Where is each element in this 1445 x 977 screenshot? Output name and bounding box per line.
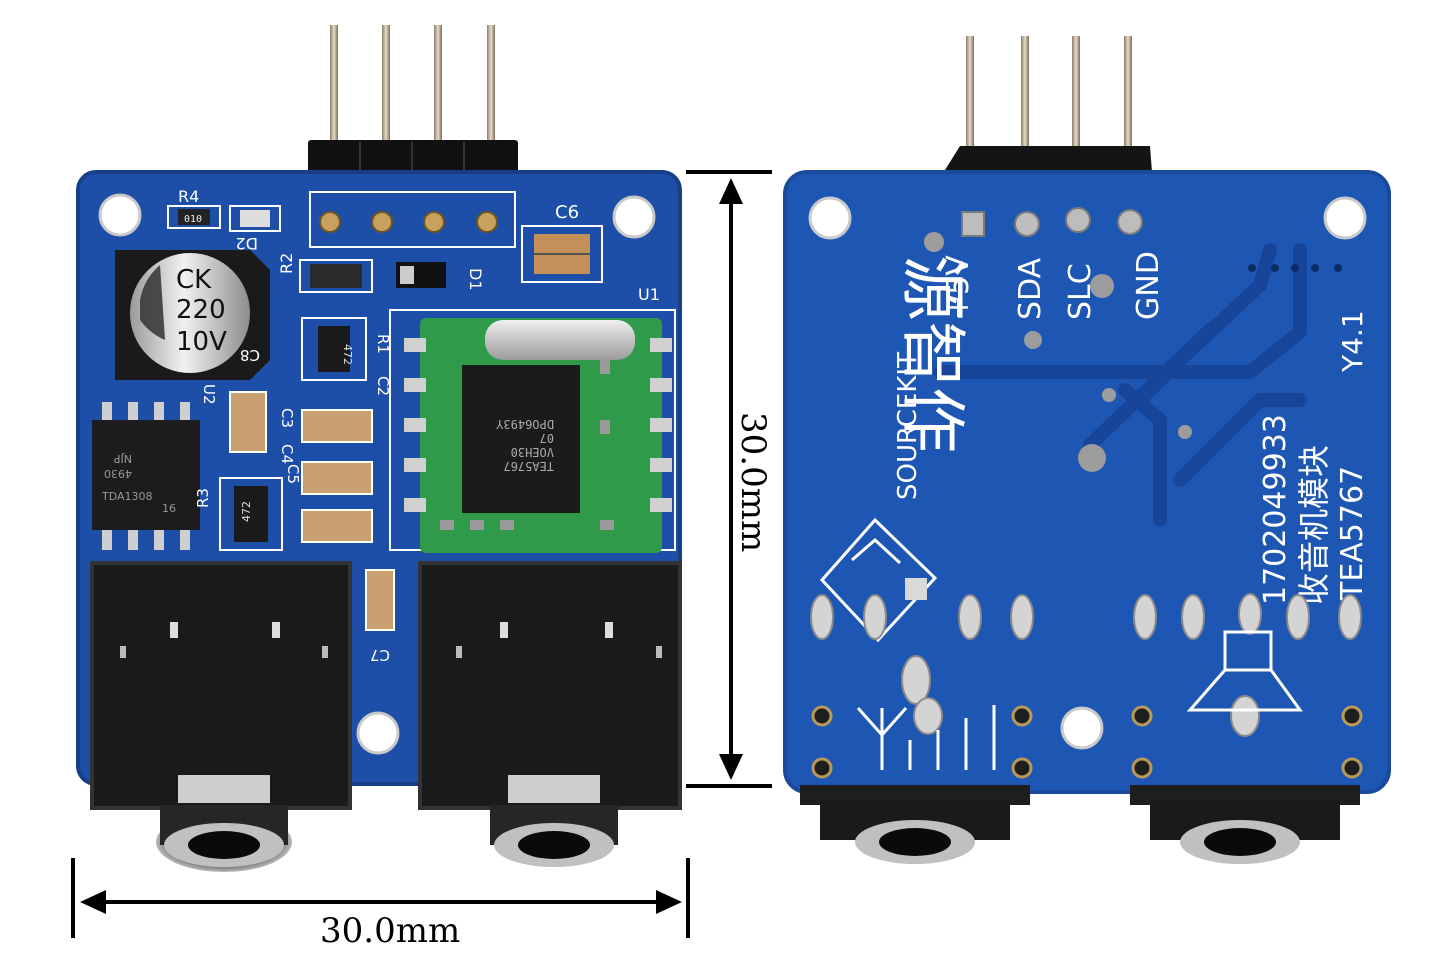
label-u1: U1 xyxy=(638,285,660,304)
label-c5: C5 xyxy=(284,464,302,484)
label-d2: D2 xyxy=(236,234,259,253)
label-r3: R3 xyxy=(194,488,212,508)
chip-line2: 07 xyxy=(540,431,554,445)
cap-line3: 10V xyxy=(176,327,227,357)
amp-line2: 4930 xyxy=(104,467,132,480)
pin-label-2: SDA xyxy=(1013,257,1048,320)
height-label: 30.0mm xyxy=(733,412,773,552)
version: Y4.1 xyxy=(1336,310,1369,373)
back-jack-left xyxy=(800,785,1030,864)
back-board: +5V SDA SLC GND 源智作 SOURCEKIT 1702049933… xyxy=(783,36,1391,864)
amp-chip: NJP 4930 TDA1308 16 xyxy=(92,402,200,550)
chip-line4: TEA5767 xyxy=(503,459,554,473)
electrolytic-capacitor: CK 220 10V xyxy=(115,250,270,380)
label-d1: D1 xyxy=(466,268,485,291)
front-board: R4 010 D2 CK 220 10V R2 D1 C6 U1 xyxy=(76,25,682,872)
radio-module: DPO6493Y 07 VOEH30 TEA5767 xyxy=(404,318,672,553)
speaker-icon xyxy=(1186,630,1303,712)
antenna-icon xyxy=(856,705,996,770)
resistor-value-1: 472 xyxy=(341,344,354,365)
amp-line3: TDA1308 xyxy=(101,490,153,503)
label-c2: C2 xyxy=(374,376,392,396)
dimension-height: 30.0mm xyxy=(686,170,773,788)
back-jack-right xyxy=(1130,785,1360,864)
label-r2: R2 xyxy=(277,253,296,274)
label-c4: C4 xyxy=(278,444,296,464)
label-c7: C7 xyxy=(370,646,390,664)
chip-name: TEA5767 xyxy=(1335,466,1370,601)
r4-value: 010 xyxy=(184,214,202,225)
serial-number: 1702049933 xyxy=(1258,414,1293,605)
brand-en: SOURCEKIT xyxy=(893,352,923,500)
module-name: 收音机模块 xyxy=(1295,445,1333,605)
header-pins-back xyxy=(945,36,1152,172)
audio-jack-left xyxy=(90,561,352,872)
pin-label-4: GND xyxy=(1131,251,1166,320)
brand-logo xyxy=(819,517,938,643)
resistor-value-2: 472 xyxy=(240,501,253,522)
width-label: 30.0mm xyxy=(320,911,460,951)
pcb-back xyxy=(785,172,1389,792)
dimension-width: 30.0mm xyxy=(71,858,690,951)
label-c6: C6 xyxy=(555,202,579,223)
chip-line1: DPO6493Y xyxy=(495,417,554,431)
label-c3: C3 xyxy=(278,408,296,428)
amp-line1: NJP xyxy=(114,452,132,465)
pin-label-1: +5V xyxy=(941,255,976,320)
label-r1: R1 xyxy=(374,334,392,354)
amp-line4: 16 xyxy=(162,502,176,515)
label-c8: C8 xyxy=(240,346,260,364)
pin-label-3: SLC xyxy=(1063,263,1098,320)
chip-line3: VOEH30 xyxy=(511,445,554,459)
audio-jack-right xyxy=(418,561,682,867)
label-r4: R4 xyxy=(178,187,199,206)
header-pins-front xyxy=(308,25,518,195)
brand-cn: 源智作 xyxy=(894,255,971,453)
cap-line2: 220 xyxy=(176,295,226,325)
cap-line1: CK xyxy=(176,265,212,295)
label-u2: U2 xyxy=(200,384,218,405)
